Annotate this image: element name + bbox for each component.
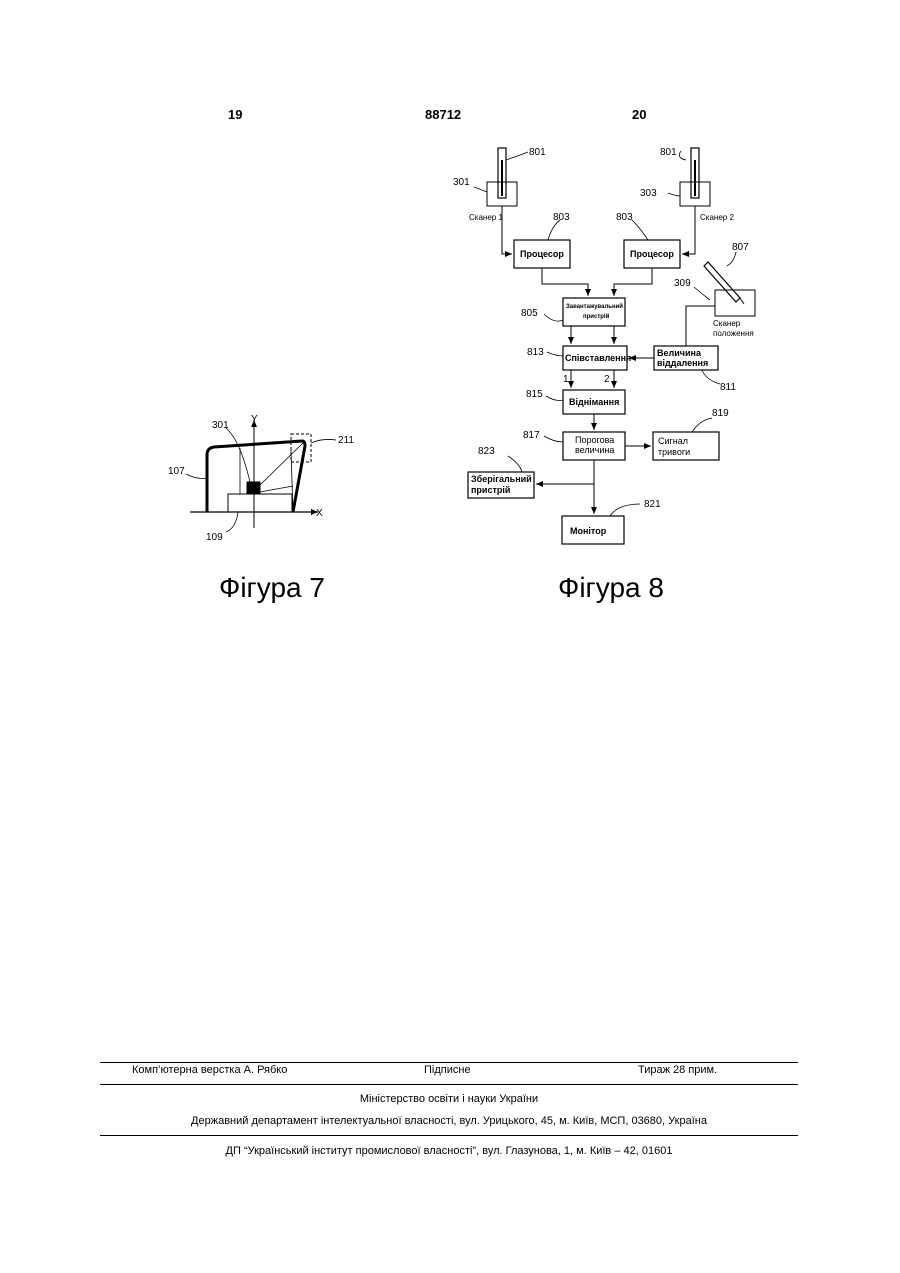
block-distance-text-2: віддалення — [657, 358, 708, 368]
fig8-label-823: 823 — [478, 446, 495, 457]
block-alarm-text-2: тривоги — [658, 447, 690, 457]
fig8-label-803-right: 803 — [616, 212, 633, 223]
fig8-label-813: 813 — [527, 347, 544, 358]
fig8-label-303: 303 — [640, 188, 657, 199]
fig8-scanner-2-label: Сканер 2 — [700, 213, 734, 222]
fig7-axis-x: X — [316, 508, 323, 519]
fig8-label-309: 309 — [674, 278, 691, 289]
block-alarm-text-1: Сигнал — [658, 436, 688, 446]
fig8-label-819: 819 — [712, 408, 729, 419]
fig8-label-815: 815 — [526, 389, 543, 400]
figure-8-caption: Фігура 8 — [558, 572, 664, 603]
block-processor-right-text: Процесор — [630, 249, 674, 259]
footer-rule-middle — [100, 1084, 798, 1085]
footer-rule-bottom — [100, 1135, 798, 1136]
block-storage-text-2: пристрій — [471, 485, 510, 495]
fig8-label-805: 805 — [521, 308, 538, 319]
position-scanner-box — [715, 290, 755, 316]
container-outline — [207, 441, 305, 512]
block-loader-text-2: пристрій — [583, 313, 610, 320]
block-subtraction-text: Віднімання — [569, 397, 619, 407]
fig8-label-807: 807 — [732, 242, 749, 253]
footer-department: Державний департамент інтелектуальної вл… — [100, 1115, 798, 1127]
scanner-block — [247, 482, 260, 494]
loader-block — [563, 298, 625, 326]
figure-7-caption: Фігура 7 — [219, 572, 325, 603]
fig8-input-2: 2 — [604, 374, 610, 385]
fig8-input-1: 1 — [563, 374, 569, 385]
fig8-scanner-1-label: Сканер 1 — [469, 213, 503, 222]
footer-signed: Підписне — [424, 1064, 471, 1076]
block-distance-text-1: Величина — [657, 348, 702, 358]
fig8-label-817: 817 — [523, 430, 540, 441]
fig8-label-811: 811 — [720, 382, 736, 393]
block-threshold-text-2: величина — [575, 445, 614, 455]
block-threshold-text-1: Порогова — [575, 435, 614, 445]
position-scanner-wand — [704, 262, 740, 302]
block-loader-text-1: Завантажувальний — [566, 303, 623, 310]
block-storage-text-1: Зберігальний — [471, 474, 532, 484]
footer-ministry: Міністерство освіти і науки України — [100, 1093, 798, 1105]
footer-rule-top — [100, 1062, 798, 1063]
fig8-label-821: 821 — [644, 499, 661, 510]
fig7-label-109: 109 — [206, 532, 223, 543]
figure-8-diagram — [468, 148, 755, 544]
base-block — [228, 494, 292, 512]
fig8-label-801-left: 801 — [529, 147, 546, 158]
fig7-label-301: 301 — [212, 420, 229, 431]
fig8-label-803-left: 803 — [553, 212, 570, 223]
fig7-axis-y: Y — [251, 414, 258, 425]
fig7-label-211: 211 — [338, 435, 354, 446]
fig8-label-801-right: 801 — [660, 147, 677, 158]
figure-7-diagram — [186, 420, 336, 532]
fig8-position-scanner-label-2: положення — [713, 329, 754, 338]
fig7-label-107: 107 — [168, 466, 185, 477]
fig8-position-scanner-label-1: Сканер — [713, 319, 741, 328]
block-processor-left-text: Процесор — [520, 249, 564, 259]
block-monitor-text: Монітор — [570, 526, 607, 536]
footer-layout-by: Комп’ютерна верстка А. Рябко — [132, 1064, 287, 1076]
dashed-region — [291, 434, 311, 462]
footer-institute: ДП “Український інститут промислової вла… — [100, 1145, 798, 1157]
figures-drawing: 301 Y X 211 107 109 Фігура 7 — [0, 0, 900, 620]
block-comparison-text: Співставлення — [565, 353, 631, 363]
footer-circulation: Тираж 28 прим. — [638, 1064, 717, 1076]
fig8-label-301: 301 — [453, 177, 470, 188]
